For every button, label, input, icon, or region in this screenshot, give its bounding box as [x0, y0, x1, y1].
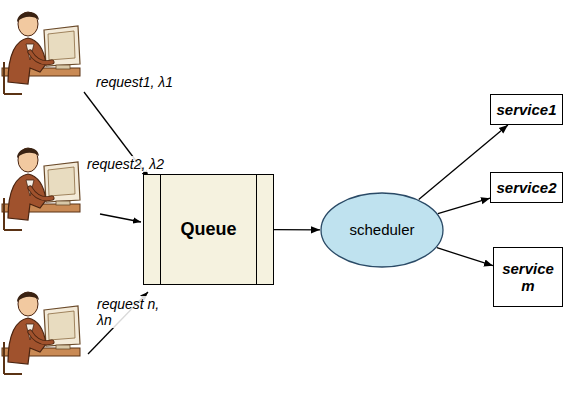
request-label: request1, λ1	[95, 74, 174, 90]
node-text: scheduler	[349, 221, 414, 238]
user-figure	[2, 148, 80, 230]
queue-divider	[160, 175, 161, 284]
node-text: service m	[499, 260, 557, 295]
scheduler-shape	[321, 193, 443, 267]
queue-divider	[256, 175, 257, 284]
node-text: service2	[496, 179, 556, 196]
scheduler-ellipse: scheduler	[320, 192, 444, 268]
service-box: service m	[493, 247, 563, 307]
queue-box: Queue	[143, 174, 274, 285]
request-label: request2, λ2	[86, 156, 165, 172]
user-figure	[2, 292, 80, 374]
service-box: service2	[490, 172, 563, 203]
flow-arrow	[438, 198, 490, 213]
service-box: service1	[490, 94, 563, 125]
flow-arrow	[437, 248, 493, 266]
user-figure	[2, 12, 80, 94]
request-label: request n, λn	[96, 296, 164, 328]
flow-arrow	[274, 229, 320, 230]
node-text: Queue	[180, 219, 236, 240]
request-arrow	[100, 214, 141, 222]
node-text: service1	[496, 101, 556, 118]
